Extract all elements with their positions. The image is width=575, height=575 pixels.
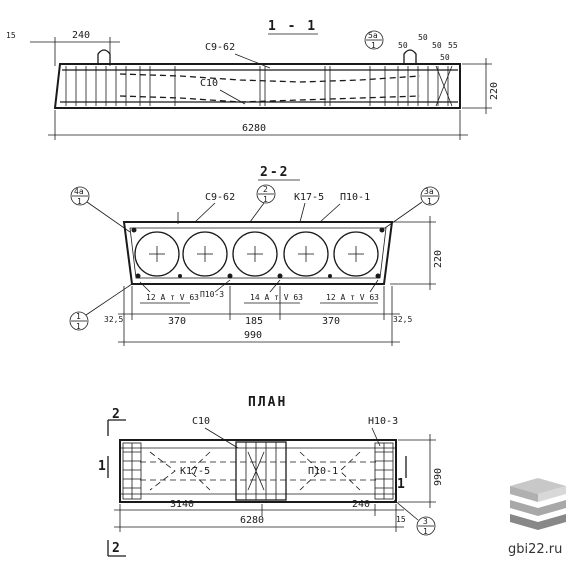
section-2-dim-185: 185	[245, 316, 263, 327]
section-2-label-k17-5: K17-5	[294, 192, 324, 203]
section-2-label-p10-3: П10-3	[200, 290, 224, 299]
plan-label-p10-1: П10-1	[308, 466, 338, 477]
section-1-dim-220: 220	[489, 82, 500, 100]
svg-text:1: 1	[427, 197, 432, 206]
plan-view: ПЛАН 2 C10 Н10-3	[98, 395, 444, 557]
plan-slab-outline	[119, 439, 397, 503]
svg-text:50: 50	[432, 41, 442, 50]
svg-text:55: 55	[448, 41, 458, 50]
plan-label-n10-3: Н10-3	[368, 416, 398, 427]
section-2-dim-32-5-right: 32,5	[393, 315, 412, 324]
section-2-dim-32-5-left: 32,5	[104, 315, 123, 324]
plan-dim-990: 990	[433, 468, 444, 486]
section-2-hollow-cores	[134, 231, 379, 277]
plan-dim-240: 240	[352, 499, 370, 510]
section-1-1: 1 - 1 15 240 C9-62 C10 5а 1 50 50 50 55 …	[6, 19, 500, 140]
section-2-label-12at-right: 12 A т V 63	[326, 293, 379, 302]
section-2-label-12at-left: 12 A т V 63	[146, 293, 199, 302]
section-2-dim-990: 990	[244, 330, 262, 341]
section-2-dim-370-right: 370	[322, 316, 340, 327]
plan-cut-2-top: 2	[112, 407, 122, 422]
section-2-title: 2-2	[260, 165, 289, 180]
plan-title: ПЛАН	[248, 395, 287, 410]
svg-text:1: 1	[371, 41, 376, 50]
svg-text:1: 1	[76, 312, 81, 321]
section-2-callout-3a	[420, 186, 440, 206]
section-1-title: 1 - 1	[268, 19, 317, 34]
plan-left-cage	[122, 442, 142, 500]
plan-callout-3	[416, 516, 436, 536]
plan-cut-2-bottom: 2	[112, 541, 122, 556]
svg-text:3а: 3а	[424, 187, 434, 196]
section-1-callout-5a	[364, 30, 384, 50]
section-1-lifting-loop-right	[403, 49, 417, 64]
svg-text:50: 50	[440, 53, 450, 62]
section-1-dim-240: 240	[72, 30, 90, 41]
watermark-text: gbi22.ru	[508, 542, 562, 557]
svg-text:3: 3	[423, 517, 428, 526]
svg-text:1: 1	[263, 195, 268, 204]
section-2-callout-1	[69, 311, 89, 331]
section-1-label-c10: C10	[200, 78, 218, 89]
watermark-logo: gbi22.ru	[508, 478, 566, 557]
section-1-label-c9-62: C9-62	[205, 42, 235, 53]
section-2-dim-370-left: 370	[168, 316, 186, 327]
section-2-dim-220: 220	[433, 250, 444, 268]
plan-dim-3140: 3140	[170, 499, 194, 510]
plan-c10-block	[235, 441, 287, 501]
svg-text:4а: 4а	[74, 187, 84, 196]
svg-text:1: 1	[76, 322, 81, 331]
plan-cut-1-left: 1	[98, 459, 108, 474]
section-2-label-c9-62: C9-62	[205, 192, 235, 203]
svg-text:50: 50	[418, 33, 428, 42]
plan-dim-6280: 6280	[240, 515, 264, 526]
svg-text:1: 1	[423, 527, 428, 536]
section-2-rebar-dots	[131, 227, 385, 279]
svg-text:5а: 5а	[368, 31, 378, 40]
svg-text:2: 2	[263, 185, 268, 194]
section-2-slab-outline	[122, 221, 394, 285]
section-2-callout-2	[256, 184, 276, 204]
section-1-left-cage	[65, 66, 176, 106]
section-2-label-14at: 14 A т V 63	[250, 293, 303, 302]
plan-cut-1-right: 1	[397, 477, 407, 492]
plan-dim-15: 15	[396, 515, 406, 524]
section-1-dim-15: 15	[6, 31, 16, 40]
plan-label-c10: C10	[192, 416, 210, 427]
section-2-callout-4a	[70, 186, 90, 206]
section-2-label-p10-1: П10-1	[340, 192, 370, 203]
section-2-2: 2-2 4а 1 C9-62 2 1 K17-5 П10-1 3а 1	[69, 165, 444, 346]
section-1-beam-outline	[53, 63, 461, 109]
section-1-right-cage	[369, 65, 453, 107]
plan-label-k17-5: K17-5	[180, 466, 210, 477]
plan-right-cage	[374, 442, 394, 500]
section-1-dim-6280: 6280	[242, 123, 266, 134]
watermark-layer-mid	[510, 500, 566, 516]
watermark-layer-bottom	[510, 514, 566, 530]
section-1-lifting-loop-left	[97, 49, 111, 64]
svg-text:1: 1	[77, 197, 82, 206]
svg-text:50: 50	[398, 41, 408, 50]
